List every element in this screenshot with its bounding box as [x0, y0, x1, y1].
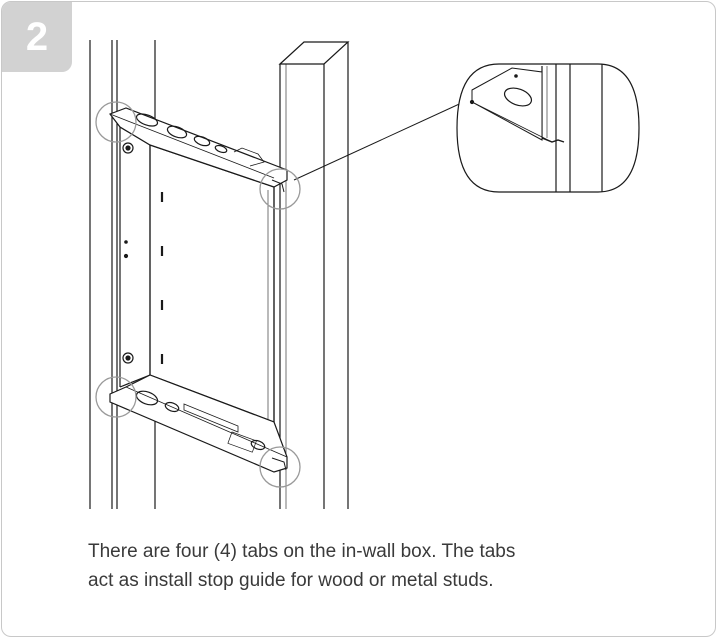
zoom-detail — [456, 63, 640, 193]
tab-circle-top-left — [95, 101, 137, 143]
caption-line-1: There are four (4) tabs on the in-wall b… — [88, 541, 516, 562]
right-stud — [278, 41, 350, 509]
step-number-badge: 2 — [2, 2, 72, 72]
caption-text: There are four (4) tabs on the in-wall b… — [88, 537, 648, 595]
caption-line-2: act as install stop guide for wood or me… — [88, 570, 494, 591]
in-wall-box-illustration — [89, 40, 640, 509]
tab-circle-bottom-right — [259, 446, 301, 488]
instruction-card: 2 — [1, 1, 716, 637]
tab-circle-top-right — [259, 168, 301, 210]
corner-tabs — [271, 179, 287, 471]
box-body — [109, 107, 288, 473]
tab-circle-bottom-left — [95, 376, 137, 418]
tab-highlight-circles — [95, 101, 301, 488]
